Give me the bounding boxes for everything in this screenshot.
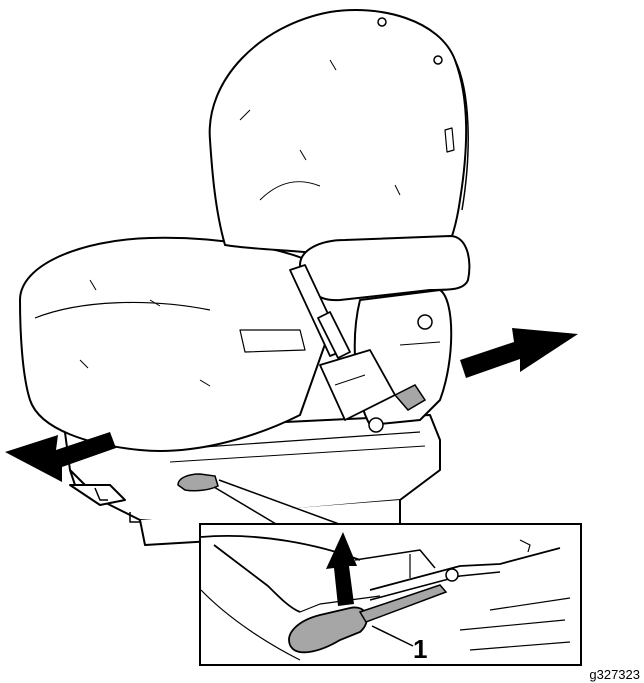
figure-id-label: g327323 (589, 668, 640, 681)
slide-lever-small (178, 474, 218, 491)
seat-back (210, 10, 468, 270)
callout-number-1: 1 (413, 636, 427, 662)
slide-backward-arrow (460, 328, 578, 378)
seat-cushion (20, 238, 330, 451)
